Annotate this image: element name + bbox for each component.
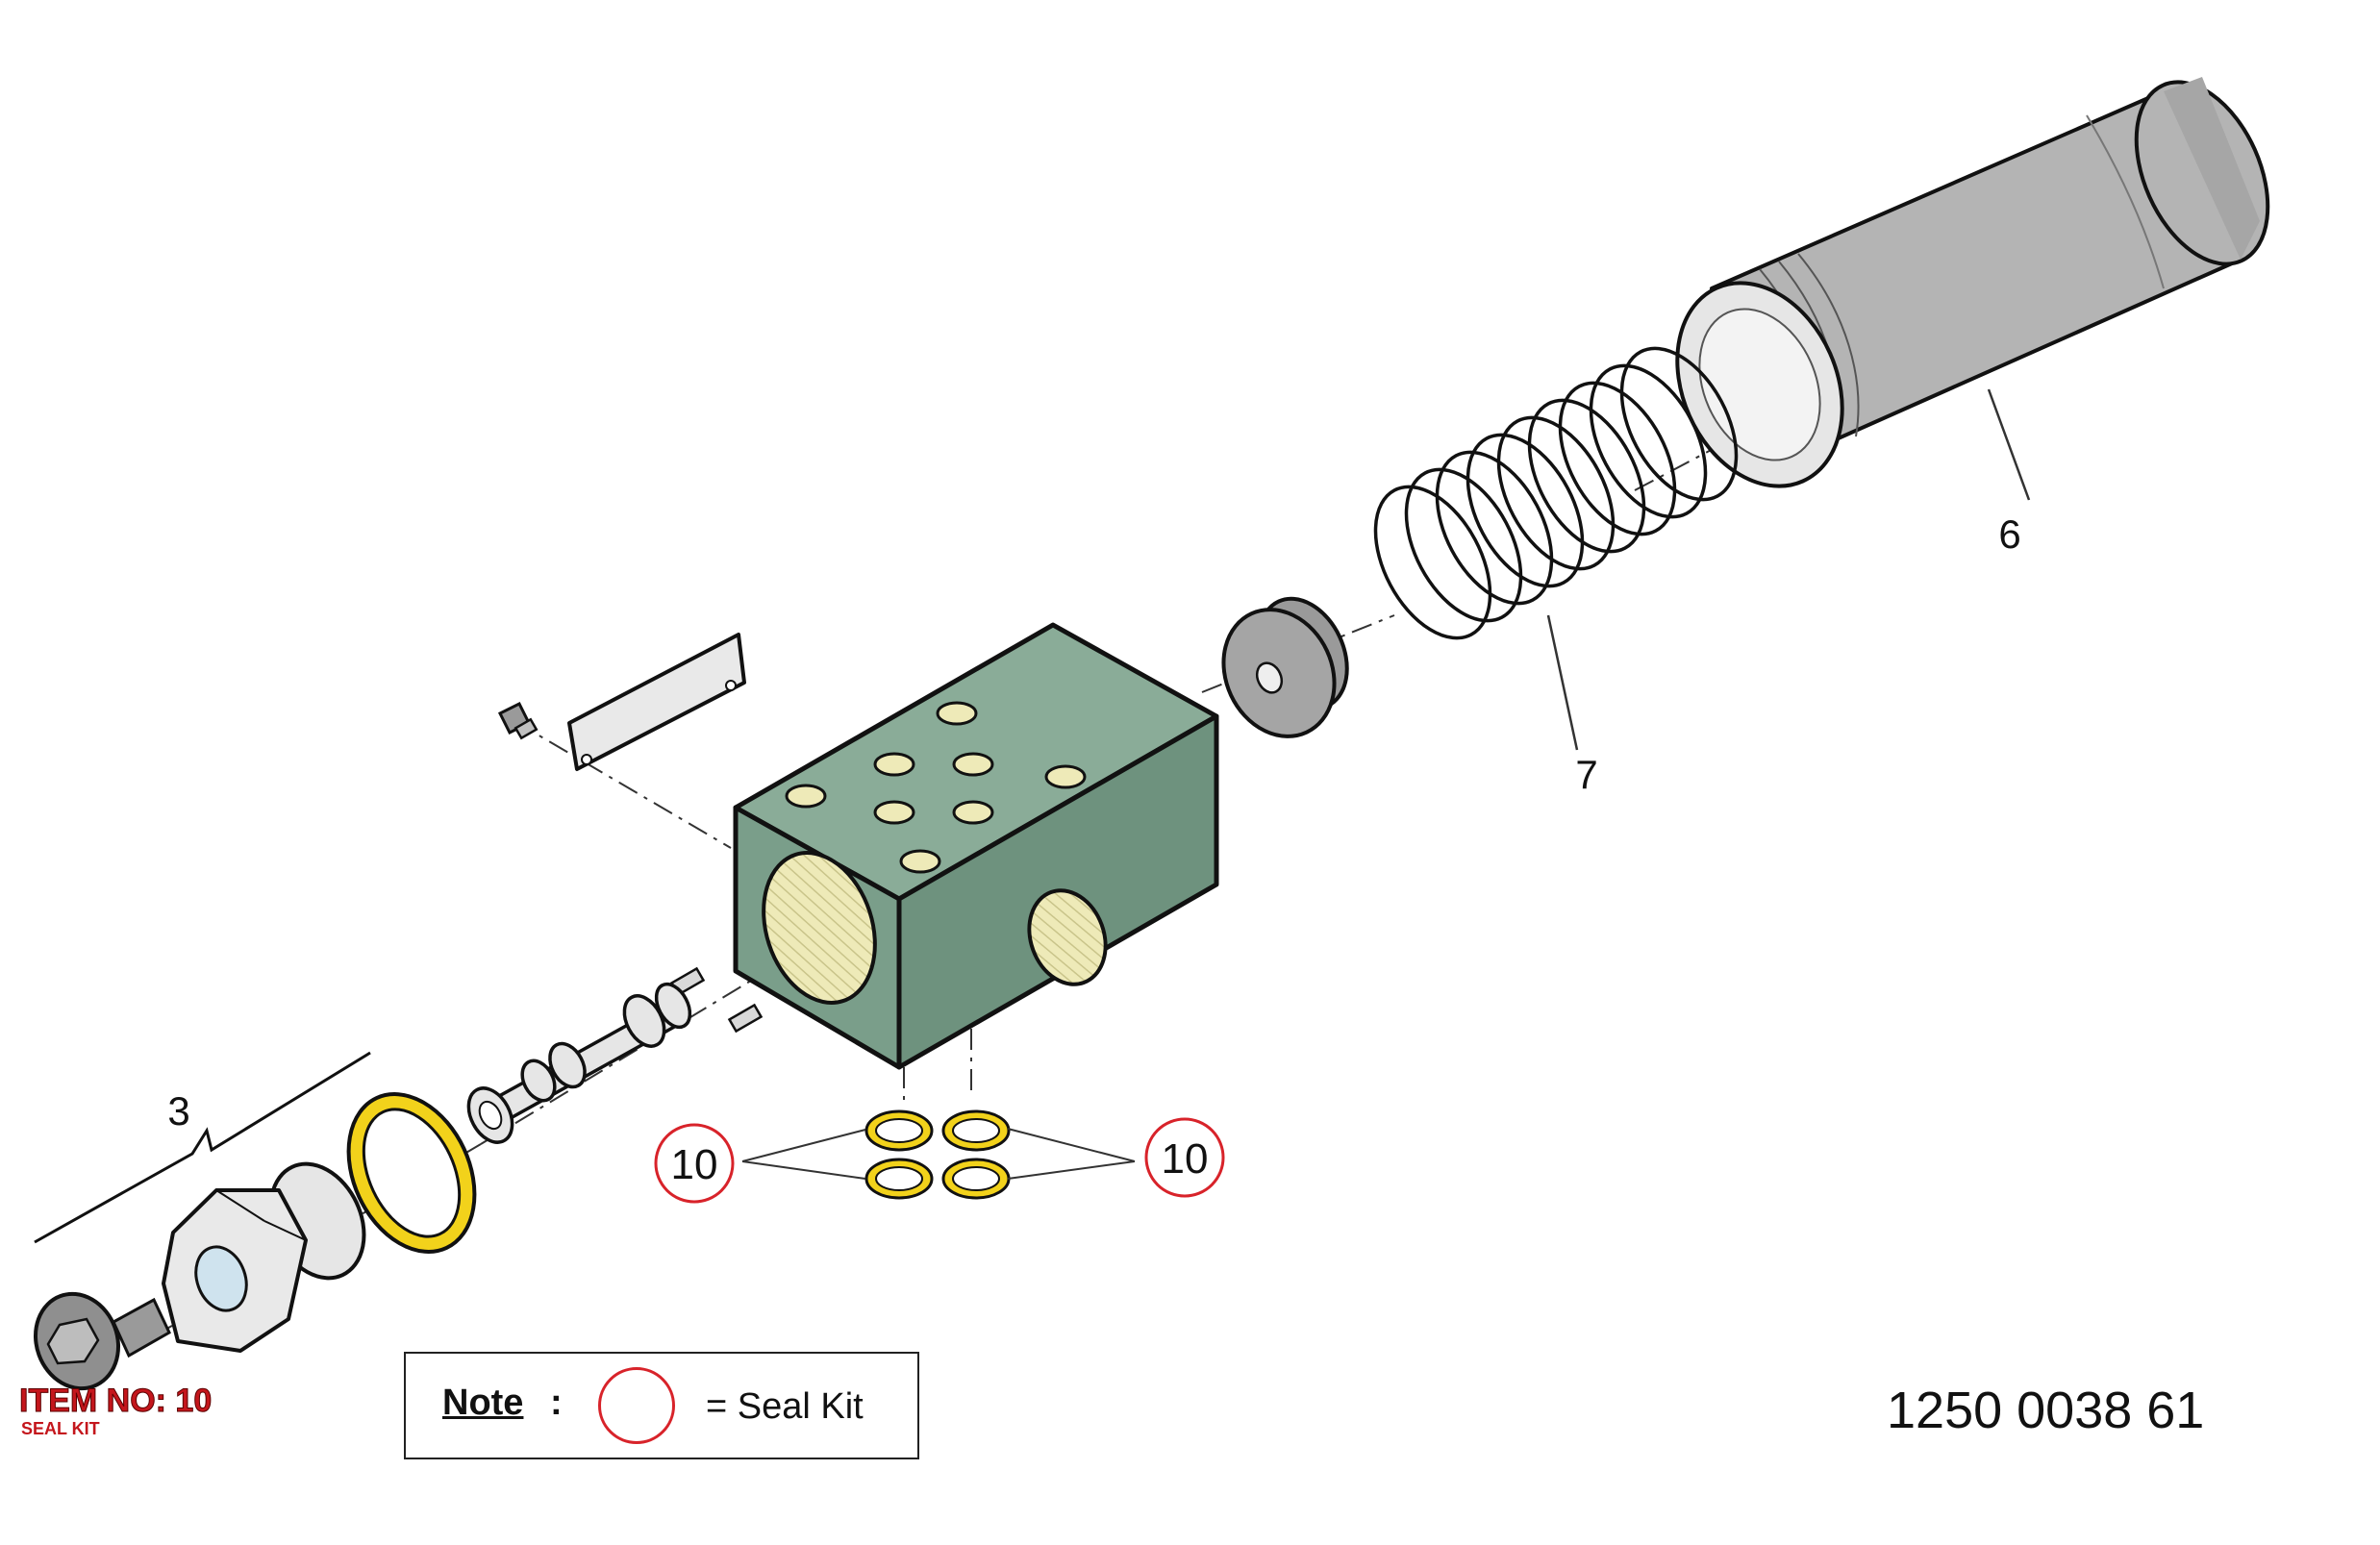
callout-item-10-left: 10 bbox=[671, 1141, 718, 1188]
seal-kit-callout-left bbox=[654, 1123, 735, 1204]
callout-leaders bbox=[741, 1128, 1136, 1180]
o-ring-holes bbox=[875, 1118, 1000, 1191]
callout-item-3: 3 bbox=[167, 1088, 189, 1134]
item-tag-title: ITEM NO: 10 bbox=[19, 1383, 212, 1419]
name-plate bbox=[497, 633, 746, 771]
callout-item-7: 7 bbox=[1575, 752, 1597, 797]
callout-item-6: 6 bbox=[1998, 511, 2020, 557]
item-3-bracket bbox=[34, 1051, 371, 1244]
hex-adapter bbox=[162, 1161, 366, 1353]
note-legend-text: = Seal Kit bbox=[706, 1386, 864, 1427]
red-circle-icon bbox=[598, 1367, 675, 1444]
seal-kit-callout-right bbox=[1144, 1117, 1225, 1198]
hex-plug bbox=[33, 1291, 171, 1391]
compression-spring bbox=[1373, 346, 1739, 751]
valve-spool bbox=[466, 982, 692, 1144]
callout-item-10-right: 10 bbox=[1162, 1135, 1209, 1183]
document-number: 1250 0038 61 bbox=[1887, 1382, 2205, 1439]
note-colon: : bbox=[550, 1383, 563, 1423]
note-legend: Note : = Seal Kit bbox=[404, 1352, 919, 1459]
valve-body bbox=[733, 622, 1219, 1070]
spring-seat bbox=[1221, 596, 1349, 738]
item-tag-subtitle: SEAL KIT bbox=[21, 1419, 100, 1438]
cylinder-cover bbox=[1675, 77, 2270, 501]
sealing-washer bbox=[346, 1092, 477, 1254]
note-label: Note bbox=[442, 1383, 524, 1423]
